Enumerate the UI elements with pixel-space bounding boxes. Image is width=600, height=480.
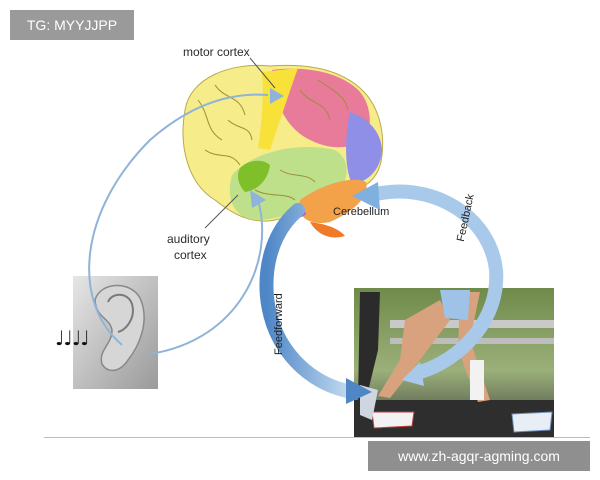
motor-loop-arrow [259,182,504,404]
auditory-loop-arrow [88,88,284,355]
label-feedforward: Feedforward [273,293,285,355]
label-motor-cortex: motor cortex [183,45,250,59]
label-cerebellum: Cerebellum [333,206,390,218]
music-notes-icon: ♩♩♩♩ [55,326,90,350]
motor-cortex-pointer [249,57,276,89]
label-auditory: auditory [167,232,210,246]
watermark-tag: TG: MYYJJPP [10,10,134,40]
auditory-cortex-pointer [204,194,239,229]
ear-photo [73,276,158,389]
watermark-site: www.zh-agqr-agming.com [368,441,590,471]
divider-line [44,437,590,438]
label-cortex: cortex [174,248,207,262]
